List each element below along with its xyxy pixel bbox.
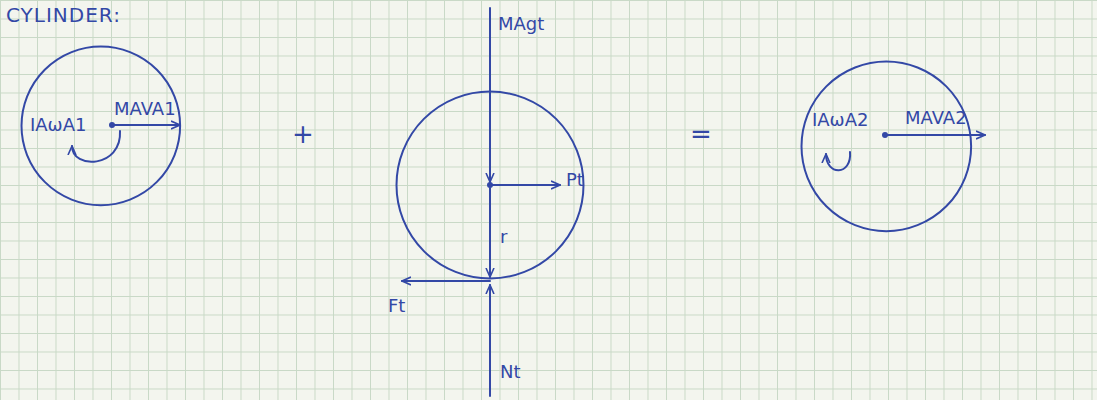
impulse-label: Ft — [388, 296, 405, 316]
center-dot — [109, 122, 115, 128]
weight-impulse-arrow — [489, 8, 491, 182]
circle-outline — [22, 47, 181, 206]
center-dot — [882, 132, 888, 138]
sheet-title: CYLINDER: — [6, 4, 121, 26]
vector-label: r — [500, 227, 507, 247]
vector-label: IAωA2 — [812, 110, 868, 130]
radius-arrow — [489, 188, 491, 277]
circle-outline — [395, 90, 585, 280]
impulse-label: Pt — [566, 170, 584, 190]
vector-label: MAVA2 — [905, 108, 967, 128]
center-dot — [487, 182, 493, 188]
angular-momentum-arrow — [72, 131, 120, 162]
plus-sign: + — [292, 120, 314, 149]
angular-momentum-arrow — [826, 152, 850, 170]
momentum-arrow — [112, 124, 180, 126]
equals-sign: = — [690, 120, 712, 149]
circle-outline — [397, 92, 584, 279]
impulse-label: MAgt — [498, 14, 544, 34]
cylinder-circle: IAωA1 MAVA1 — [20, 45, 182, 207]
impulse-label: Nt — [500, 362, 521, 382]
circle-outline — [802, 62, 972, 232]
normal-impulse-arrow — [489, 285, 491, 396]
cylinder-circle: IAωA2 MAVA2 — [800, 60, 973, 233]
vector-label: IAωA1 — [30, 115, 86, 135]
cylinder-circle: r — [395, 90, 585, 280]
force-impulse-arrow — [490, 184, 560, 186]
vector-label: MAVA1 — [114, 99, 176, 119]
circle-outline — [800, 60, 973, 233]
friction-impulse-arrow — [402, 280, 490, 282]
